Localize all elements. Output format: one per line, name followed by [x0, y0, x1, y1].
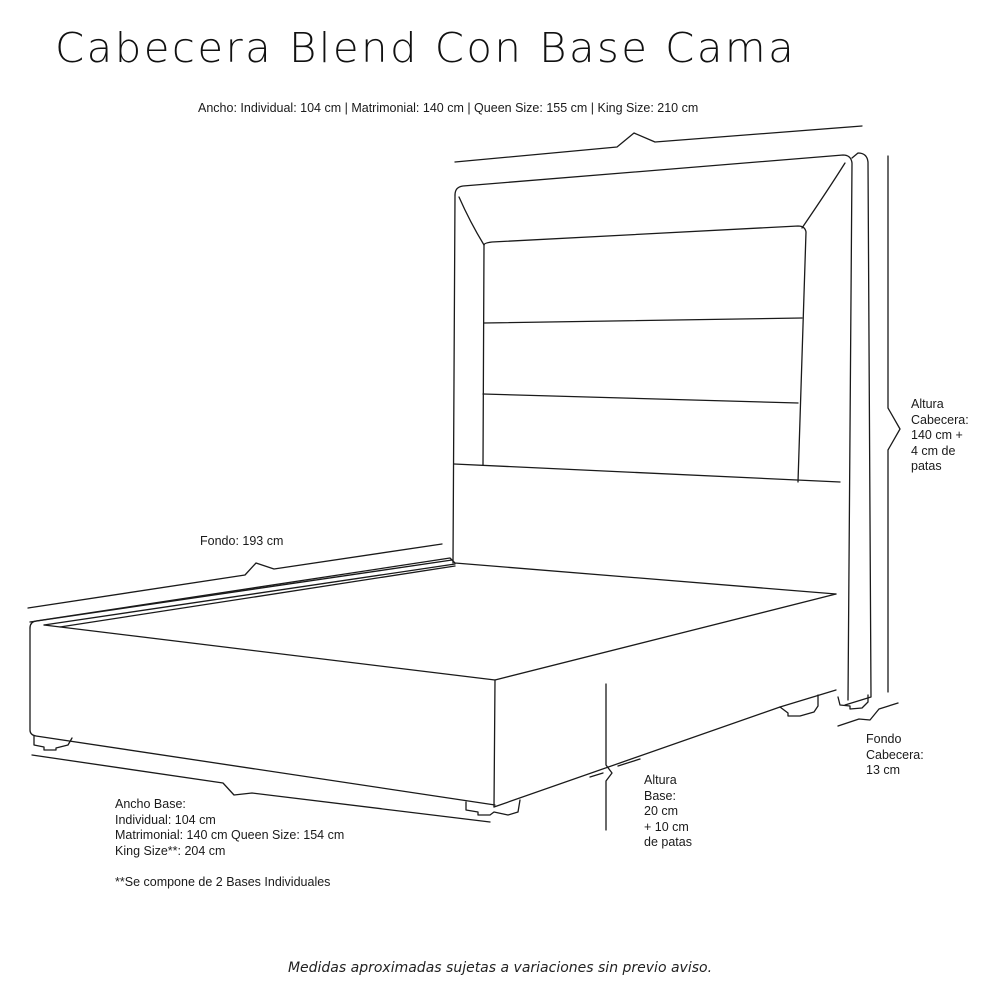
headboard-front-outline	[454, 154, 853, 701]
leg-back-middle	[779, 694, 819, 717]
headboard-width-label: Ancho: Individual: 104 cm | Matrimonial:…	[198, 101, 699, 115]
base-height-dimension-line	[605, 683, 613, 831]
leg-front-right	[465, 799, 521, 816]
leg-headboard	[837, 694, 869, 710]
headboard-inner-panel	[483, 225, 807, 483]
headboard-height-dimension-line	[887, 155, 901, 693]
page-title: Cabecera Blend Con Base Cama	[55, 24, 797, 72]
base-width-label: Ancho Base: Individual: 104 cm Matrimoni…	[115, 797, 345, 858]
headboard-side-outline	[844, 152, 872, 706]
leg-front-left	[33, 735, 73, 751]
headboard-depth-dimension-line	[837, 702, 899, 727]
footnote: **Se compone de 2 Bases Individuales	[115, 875, 331, 889]
headboard-height-label: Altura Cabecera: 140 cm + 4 cm de patas	[911, 397, 969, 473]
disclaimer: Medidas aproximadas sujetas a variacione…	[287, 960, 713, 976]
base-front-outline	[29, 627, 496, 806]
depth-label: Fondo: 193 cm	[200, 534, 284, 548]
width-dimension-line	[454, 125, 863, 163]
base-top-outline	[29, 557, 837, 629]
base-width-dimension-line	[31, 754, 491, 823]
base-height-label: Altura Base: 20 cm + 10 cm de patas	[644, 773, 692, 849]
depth-dimension-line	[27, 543, 443, 609]
headboard-depth-label: Fondo Cabecera: 13 cm	[866, 732, 924, 777]
